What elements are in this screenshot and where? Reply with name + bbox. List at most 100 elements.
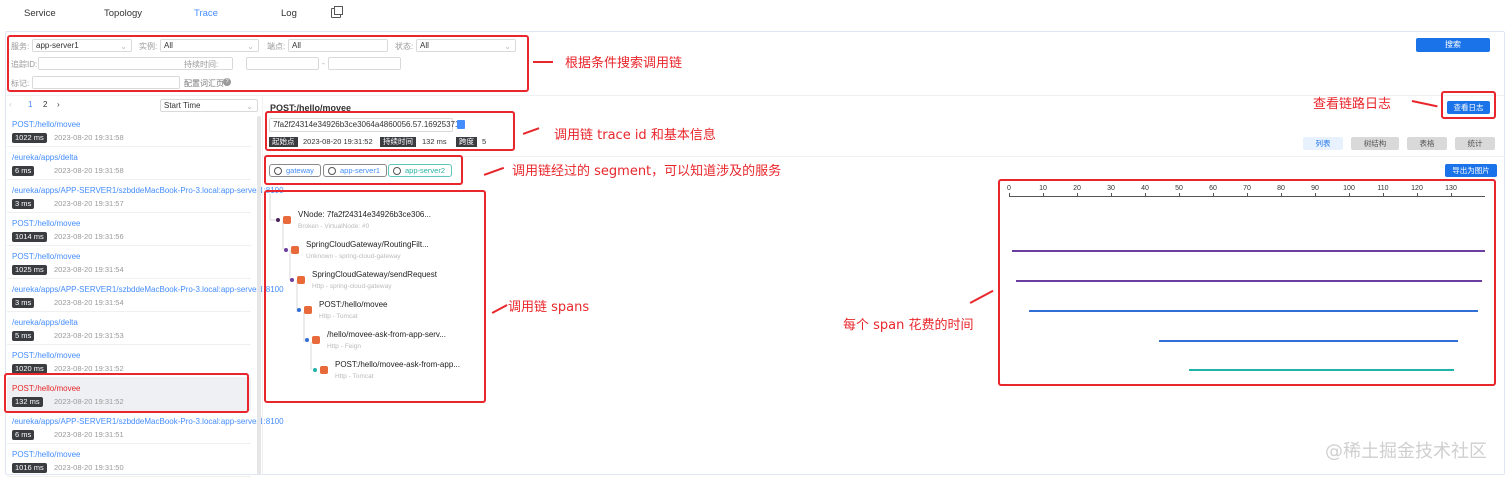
tab-stats-view[interactable]: 统计 <box>1455 137 1495 150</box>
view-log-button[interactable]: 查看日志 <box>1447 101 1490 114</box>
tab-trace[interactable]: Trace <box>194 8 218 19</box>
duration-max-input[interactable] <box>328 57 401 70</box>
page-1[interactable]: 1 <box>28 100 33 109</box>
component-icon <box>304 306 312 314</box>
span-duration-bar[interactable] <box>1189 369 1455 371</box>
span-duration-bar[interactable] <box>1029 310 1479 312</box>
segment-app-server1[interactable]: app-server1 <box>323 164 388 177</box>
span-type: Http - Tomcat <box>335 373 374 380</box>
duration-badge: 5 ms <box>12 331 35 341</box>
duration-badge: 132 ms <box>12 397 43 407</box>
tool-label: 树结构 <box>1363 139 1387 148</box>
segment-app-server2[interactable]: app-server2 <box>388 164 453 177</box>
instance-select[interactable]: All⌄ <box>160 39 259 52</box>
x-tick <box>1349 193 1350 197</box>
x-tick <box>1077 193 1078 197</box>
list-item[interactable]: /eureka/apps/APP-SERVER1/szbddeMacBook-P… <box>7 180 284 213</box>
chevron-down-icon: ⌄ <box>504 42 511 51</box>
trace-panel <box>5 31 1505 475</box>
chevron-down-icon: ⌄ <box>120 42 127 51</box>
duration-badge: 1016 ms <box>12 463 47 473</box>
x-tick-label: 100 <box>1343 185 1355 192</box>
list-item[interactable]: /eureka/apps/APP-SERVER1/szbddeMacBook-P… <box>7 279 284 312</box>
tab-service[interactable]: Service <box>24 8 56 19</box>
span-dot <box>305 338 309 342</box>
tab-table-view[interactable]: 表格 <box>1407 137 1447 150</box>
trace-endpoint: POST:/hello/movee <box>12 120 81 129</box>
x-tick <box>1043 193 1044 197</box>
x-tick-label: 20 <box>1073 185 1081 192</box>
span-tree-lines <box>269 194 312 370</box>
trace-endpoint: /eureka/apps/APP-SERVER1/szbddeMacBook-P… <box>12 285 284 294</box>
trace-endpoint: POST:/hello/movee <box>12 252 81 261</box>
tags-help-link[interactable]: 配置词汇页 <box>184 79 224 88</box>
span-count-label: 跨度 <box>456 137 477 147</box>
chevron-left-icon[interactable]: ‹ <box>9 100 12 109</box>
top-nav: Service Topology Trace Log <box>0 0 1512 26</box>
copy-icon[interactable] <box>457 120 465 129</box>
tool-label: 表格 <box>1419 139 1435 148</box>
service-select[interactable]: app-server1⌄ <box>32 39 132 52</box>
span-duration-bar[interactable] <box>1158 340 1458 342</box>
list-item[interactable]: /eureka/apps/APP-SERVER1/szbddeMacBook-P… <box>7 411 284 444</box>
duration-badge: 1020 ms <box>12 364 47 374</box>
duration-min-input[interactable] <box>246 57 319 70</box>
tool-label: 统计 <box>1467 139 1483 148</box>
tab-tree-view[interactable]: 树结构 <box>1351 137 1399 150</box>
duration-label: 持续时间 <box>380 137 416 147</box>
traceid-select[interactable]: 7fa2f24314e34926b3ce3064a4860056.57.1692… <box>269 118 459 132</box>
tags-input[interactable] <box>32 76 180 89</box>
start-label: 起始点 <box>269 137 298 147</box>
span-name: POST:/hello/movee <box>319 300 388 309</box>
endpoint-value: All <box>292 41 301 50</box>
annotation-segment: 调用链经过的 segment，可以知道涉及的服务 <box>512 164 782 179</box>
endpoint-label: 端点: <box>267 42 286 51</box>
service-label: 服务: <box>11 42 30 51</box>
x-tick <box>1179 193 1180 197</box>
segment-gateway[interactable]: gateway <box>269 164 321 177</box>
divider <box>262 97 263 475</box>
search-button[interactable]: 搜索 <box>1416 38 1490 52</box>
span-duration-bar[interactable] <box>1012 250 1485 252</box>
tab-topology[interactable]: Topology <box>104 8 143 19</box>
tab-list-view[interactable]: 列表 <box>1303 137 1343 150</box>
span-type: Unknown - spring-cloud-gateway <box>306 253 401 260</box>
timestamp: 2023-08-20 19:31:50 <box>54 463 124 472</box>
status-select[interactable]: All⌄ <box>416 39 516 52</box>
x-tick-label: 120 <box>1411 185 1423 192</box>
page-2[interactable]: 2 <box>43 100 48 109</box>
annotation-log: 查看链路日志 <box>1313 97 1392 112</box>
export-image-button[interactable]: 导出为图片 <box>1445 164 1497 177</box>
span-type: Broken - VirtualNode: #0 <box>298 223 370 230</box>
component-icon <box>283 216 291 224</box>
instance-value: All <box>164 41 173 50</box>
component-icon <box>312 336 320 344</box>
trace-id-value: 7fa2f24314e34926b3ce3064a4860056.57.1692… <box>273 120 460 129</box>
sort-value: Start Time <box>164 101 201 110</box>
tab-log[interactable]: Log <box>281 8 297 19</box>
copy-icon[interactable] <box>331 6 343 18</box>
scrollbar[interactable] <box>257 116 261 475</box>
duration-label: 持续时间: <box>184 60 219 69</box>
endpoint-input[interactable]: All <box>288 39 388 52</box>
help-icon[interactable]: ? <box>223 78 231 86</box>
span-duration-bar[interactable] <box>1015 280 1482 282</box>
arrow-icon <box>533 61 553 63</box>
watermark: @稀土掘金技术社区 <box>1325 441 1487 462</box>
span-name: POST:/hello/movee-ask-from-app... <box>335 360 460 369</box>
trace-endpoint: POST:/hello/movee <box>12 351 81 360</box>
sort-select[interactable]: Start Time ⌄ <box>160 99 258 112</box>
traceid-input[interactable] <box>38 57 233 70</box>
x-tick-label: 80 <box>1277 185 1285 192</box>
chevron-right-icon[interactable]: › <box>57 100 60 109</box>
chevron-down-icon: ⌄ <box>246 102 253 111</box>
